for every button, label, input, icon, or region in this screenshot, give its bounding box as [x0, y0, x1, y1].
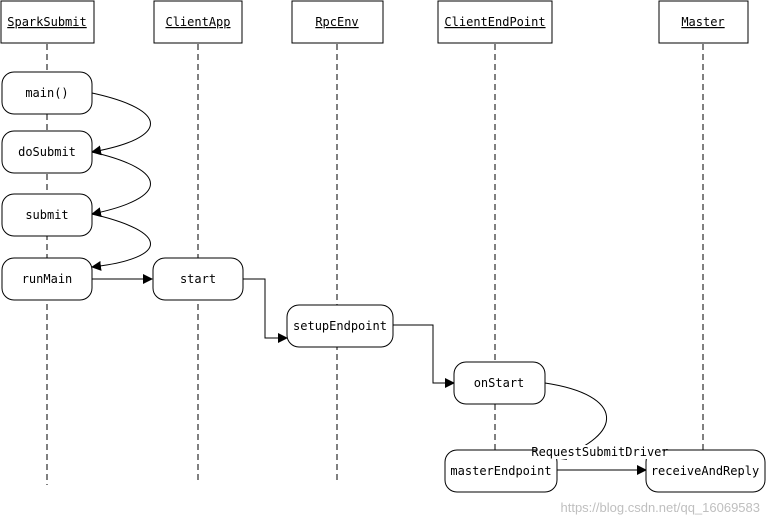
activation-masterendpoint	[444, 449, 558, 493]
activation-masterendpoint-label: masterEndpoint	[450, 464, 551, 478]
lifeline-sparksubmit-label: SparkSubmit	[7, 15, 86, 29]
message-request-submit-driver-label: RequestSubmitDriver	[531, 445, 668, 459]
activation-dosubmit-label: doSubmit	[18, 145, 76, 159]
self-call-submit-to-runmain	[91, 213, 151, 271]
activation-receiveandreply	[645, 449, 766, 493]
lifeline-clientendpoint-box	[437, 0, 553, 44]
activation-start	[152, 257, 244, 301]
lifeline-clientapp-box	[153, 0, 243, 44]
lifeline-master-label: Master	[681, 15, 724, 29]
message-setupendpoint-to-onstart	[393, 324, 455, 388]
lifeline-rpcenv-box	[291, 0, 384, 44]
activation-setupendpoint-label: setupEndpoint	[293, 319, 387, 333]
activation-start-label: start	[180, 272, 216, 286]
self-call-main-to-dosubmit	[91, 92, 151, 156]
activation-submit	[1, 193, 93, 237]
activation-setupendpoint	[286, 304, 394, 348]
lifeline-clientapp-label: ClientApp	[165, 15, 230, 29]
activation-receiveandreply-label: receiveAndReply	[651, 464, 759, 478]
lifeline-sparksubmit-box	[0, 0, 95, 44]
watermark-text: https://blog.csdn.net/qq_16069583	[561, 500, 761, 515]
activation-onstart	[453, 361, 546, 405]
activation-onstart-label: onStart	[474, 376, 525, 390]
activation-main-label: main()	[25, 86, 68, 100]
activation-dosubmit	[1, 130, 93, 174]
activation-main	[1, 71, 93, 115]
message-label-bg	[537, 445, 662, 459]
activation-runmain	[1, 257, 93, 301]
activation-runmain-label: runMain	[22, 272, 73, 286]
lifeline-rpcenv-label: RpcEnv	[315, 15, 358, 29]
activation-submit-label: submit	[25, 208, 68, 222]
message-start-to-setupendpoint	[243, 278, 288, 343]
self-call-dosubmit-to-submit	[91, 151, 151, 218]
lifeline-master-box	[658, 0, 749, 44]
lifeline-clientendpoint-label: ClientEndPoint	[444, 15, 545, 29]
